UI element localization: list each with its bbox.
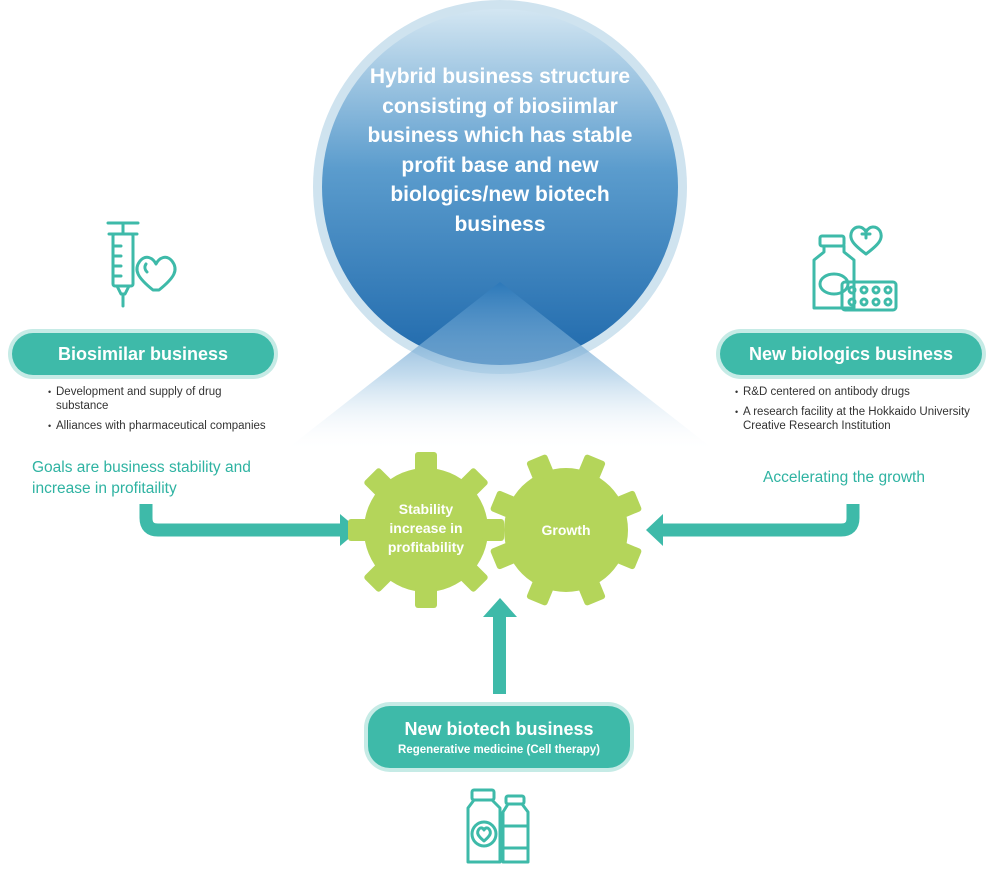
- right-gear-label: Growth: [541, 522, 591, 538]
- new-biologics-bullets: R&D centered on antibody drugs A researc…: [735, 385, 970, 439]
- left-arrow: [139, 504, 340, 537]
- new-biologics-title: New biologics business: [748, 343, 954, 364]
- list-item: R&D centered on antibody drugs: [735, 385, 970, 399]
- new-biotech-business-label: New biotech business Regenerative medici…: [368, 706, 630, 768]
- light-beam: [283, 282, 717, 452]
- new-biologics-goal: Accelerating the growth: [763, 469, 925, 486]
- center-circle-text: Hybrid business structure consisting of …: [367, 65, 633, 236]
- biosimilar-title: Biosimilar business: [57, 343, 229, 364]
- medicine-bottles-heart-icon: [466, 788, 530, 864]
- syringe-heart-icon: [106, 221, 177, 308]
- bottom-arrow: [493, 616, 506, 694]
- list-item: A research facility at the Hokkaido Univ…: [735, 405, 970, 433]
- new-biotech-subtitle: Regenerative medicine (Cell therapy): [398, 743, 600, 756]
- list-item: Development and supply of drug substance: [48, 385, 268, 413]
- new-biologics-business-label: New biologics business: [720, 333, 982, 375]
- biosimilar-business-label: Biosimilar business: [12, 333, 274, 375]
- list-item: Alliances with pharmaceutical companies: [48, 419, 268, 433]
- left-gear-label: Stability increase in profitability: [387, 501, 465, 555]
- right-arrowhead: [646, 514, 663, 546]
- new-biotech-title: New biotech business: [404, 718, 594, 739]
- left-gear: [348, 452, 504, 608]
- medicine-bottle-pills-icon: [812, 225, 898, 312]
- center-circle: [322, 9, 678, 365]
- biosimilar-goal: Goals are business stability and increas…: [32, 459, 251, 497]
- right-arrow: [663, 504, 860, 537]
- biosimilar-bullets: Development and supply of drug substance…: [48, 385, 268, 439]
- bottom-arrowhead: [483, 598, 517, 617]
- right-gear: [490, 454, 642, 606]
